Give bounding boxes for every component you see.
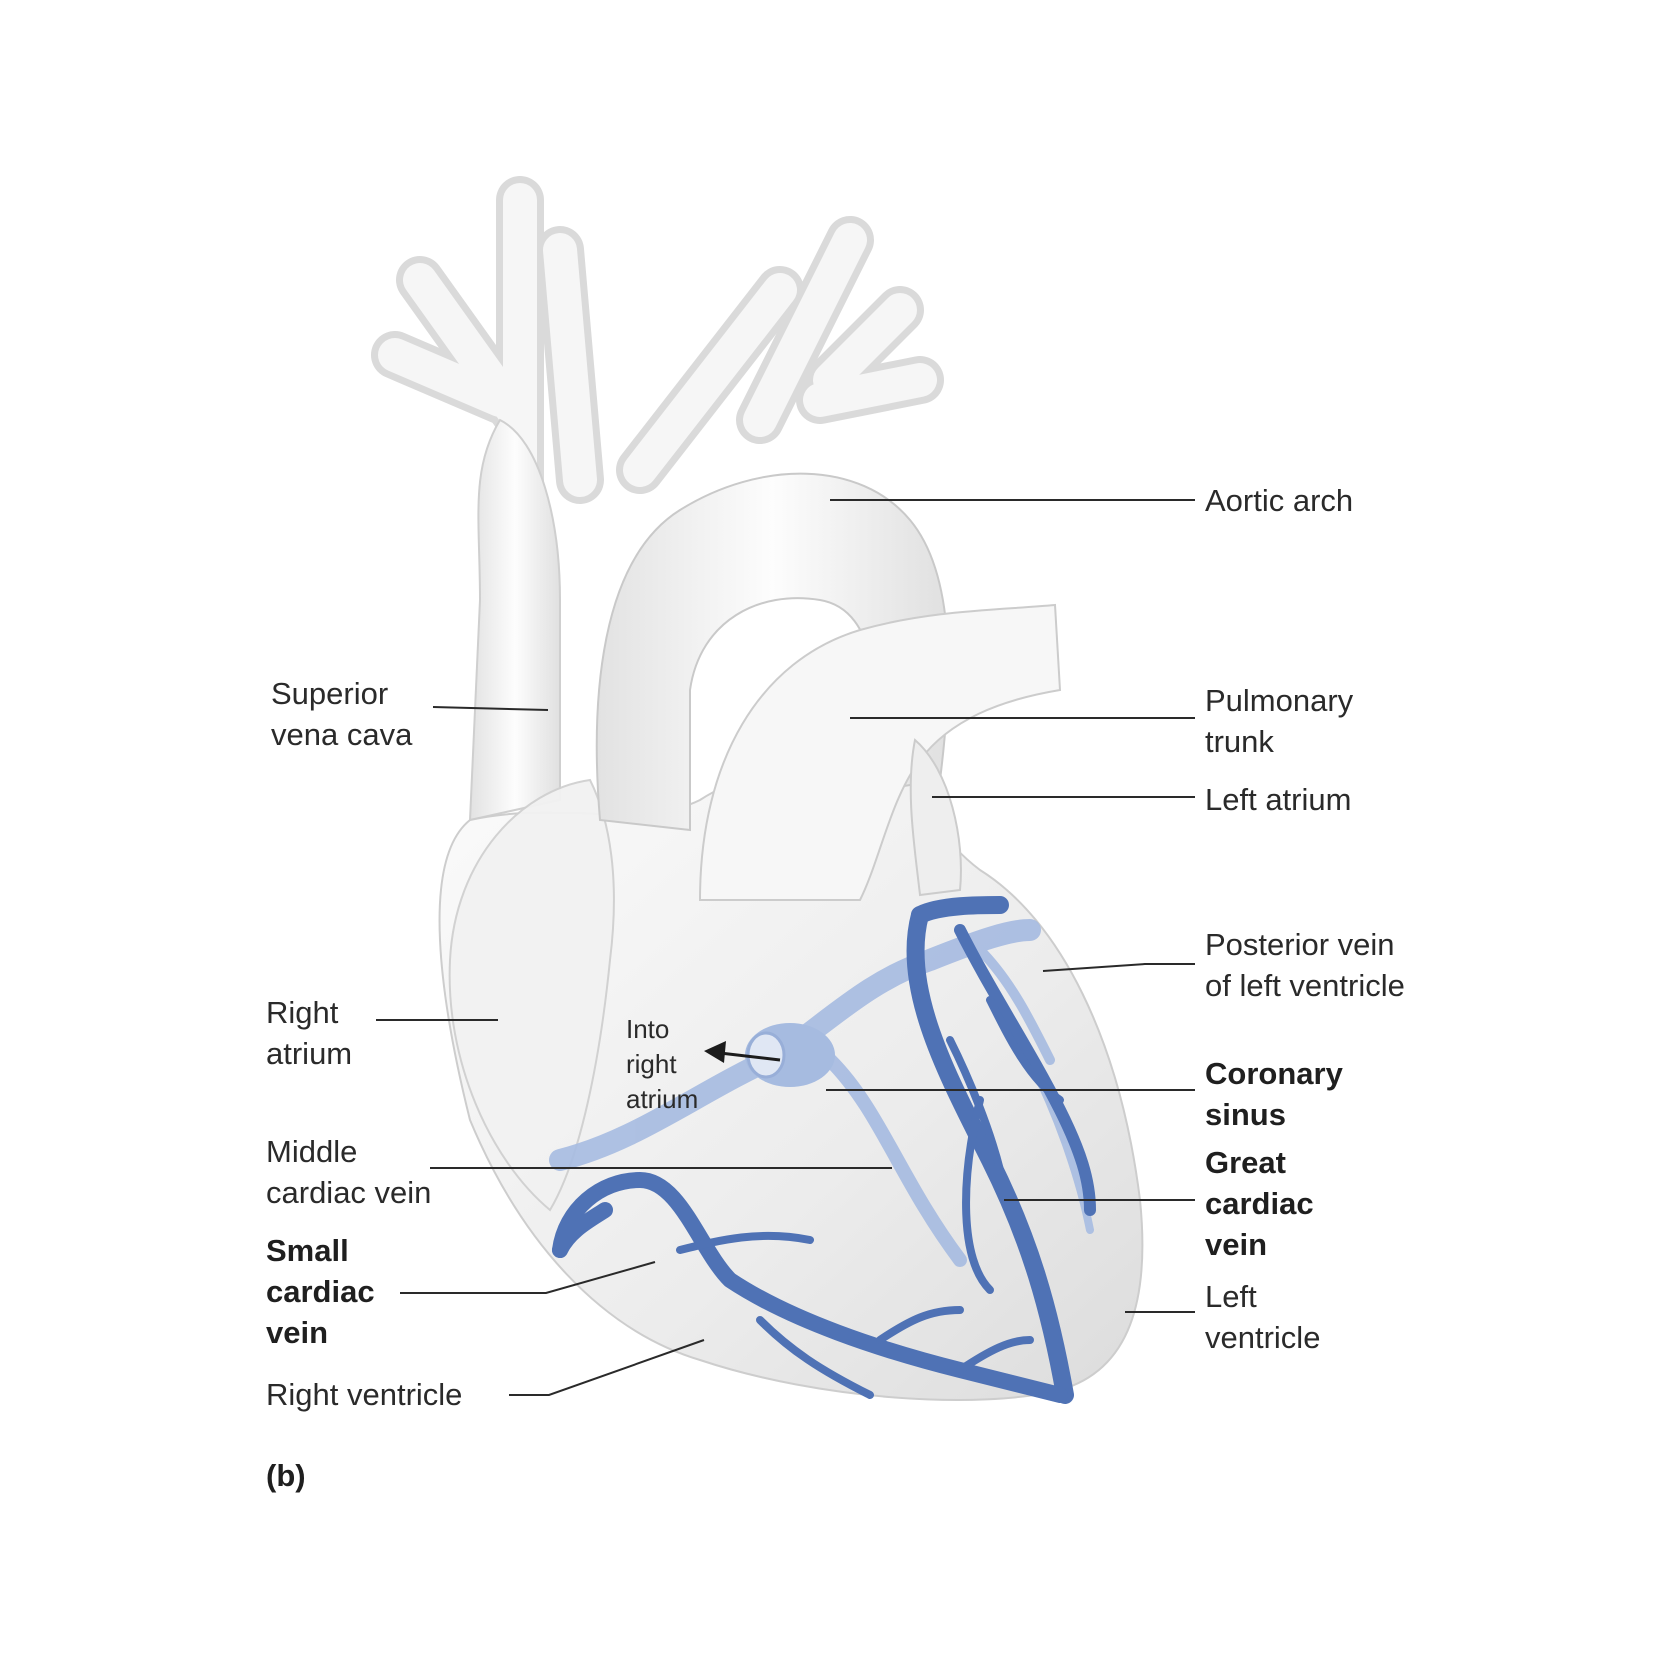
label-right-atrium: Right atrium: [266, 995, 353, 1071]
superior-vena-cava-shape: [468, 418, 561, 822]
leader-superior-vena-cava: [432, 706, 549, 711]
right-atrium-shape: [448, 778, 615, 1212]
into-right-atrium-arrow: [704, 1041, 781, 1063]
label-great-cardiac-vein: Great cardiac vein: [1205, 1145, 1314, 1262]
leader-right-ventricle: [509, 1339, 705, 1396]
pulmonary-trunk-shape: [698, 603, 1062, 901]
leader-small-cardiac-vein: [400, 1261, 656, 1294]
dark-veins: [552, 896, 1096, 1404]
label-right-ventricle: Right ventricle: [266, 1377, 463, 1412]
leader-posterior-vein: [1042, 963, 1195, 972]
label-superior-vena-cava: Superior vena cava: [271, 676, 413, 752]
label-coronary-sinus: Coronary sinus: [1205, 1056, 1343, 1132]
left-atrium-shape: [909, 738, 962, 897]
label-small-cardiac-vein: Small cardiac vein: [266, 1233, 375, 1350]
label-left-ventricle: Left ventricle: [1205, 1279, 1321, 1355]
label-left-atrium: Left atrium: [1205, 782, 1352, 817]
panel-letter: (b): [266, 1458, 306, 1493]
label-pulmonary-trunk: Pulmonary trunk: [1205, 683, 1354, 759]
leader-lines: [376, 499, 1195, 1396]
label-aortic-arch: Aortic arch: [1205, 483, 1354, 518]
label-middle-cardiac-vein: Middle cardiac vein: [266, 1134, 432, 1210]
label-into-right-atrium: Into right atrium: [626, 1014, 699, 1114]
vessel-branches: [371, 176, 944, 644]
label-posterior-vein-left-ventricle: Posterior vein of left ventricle: [1205, 927, 1405, 1003]
